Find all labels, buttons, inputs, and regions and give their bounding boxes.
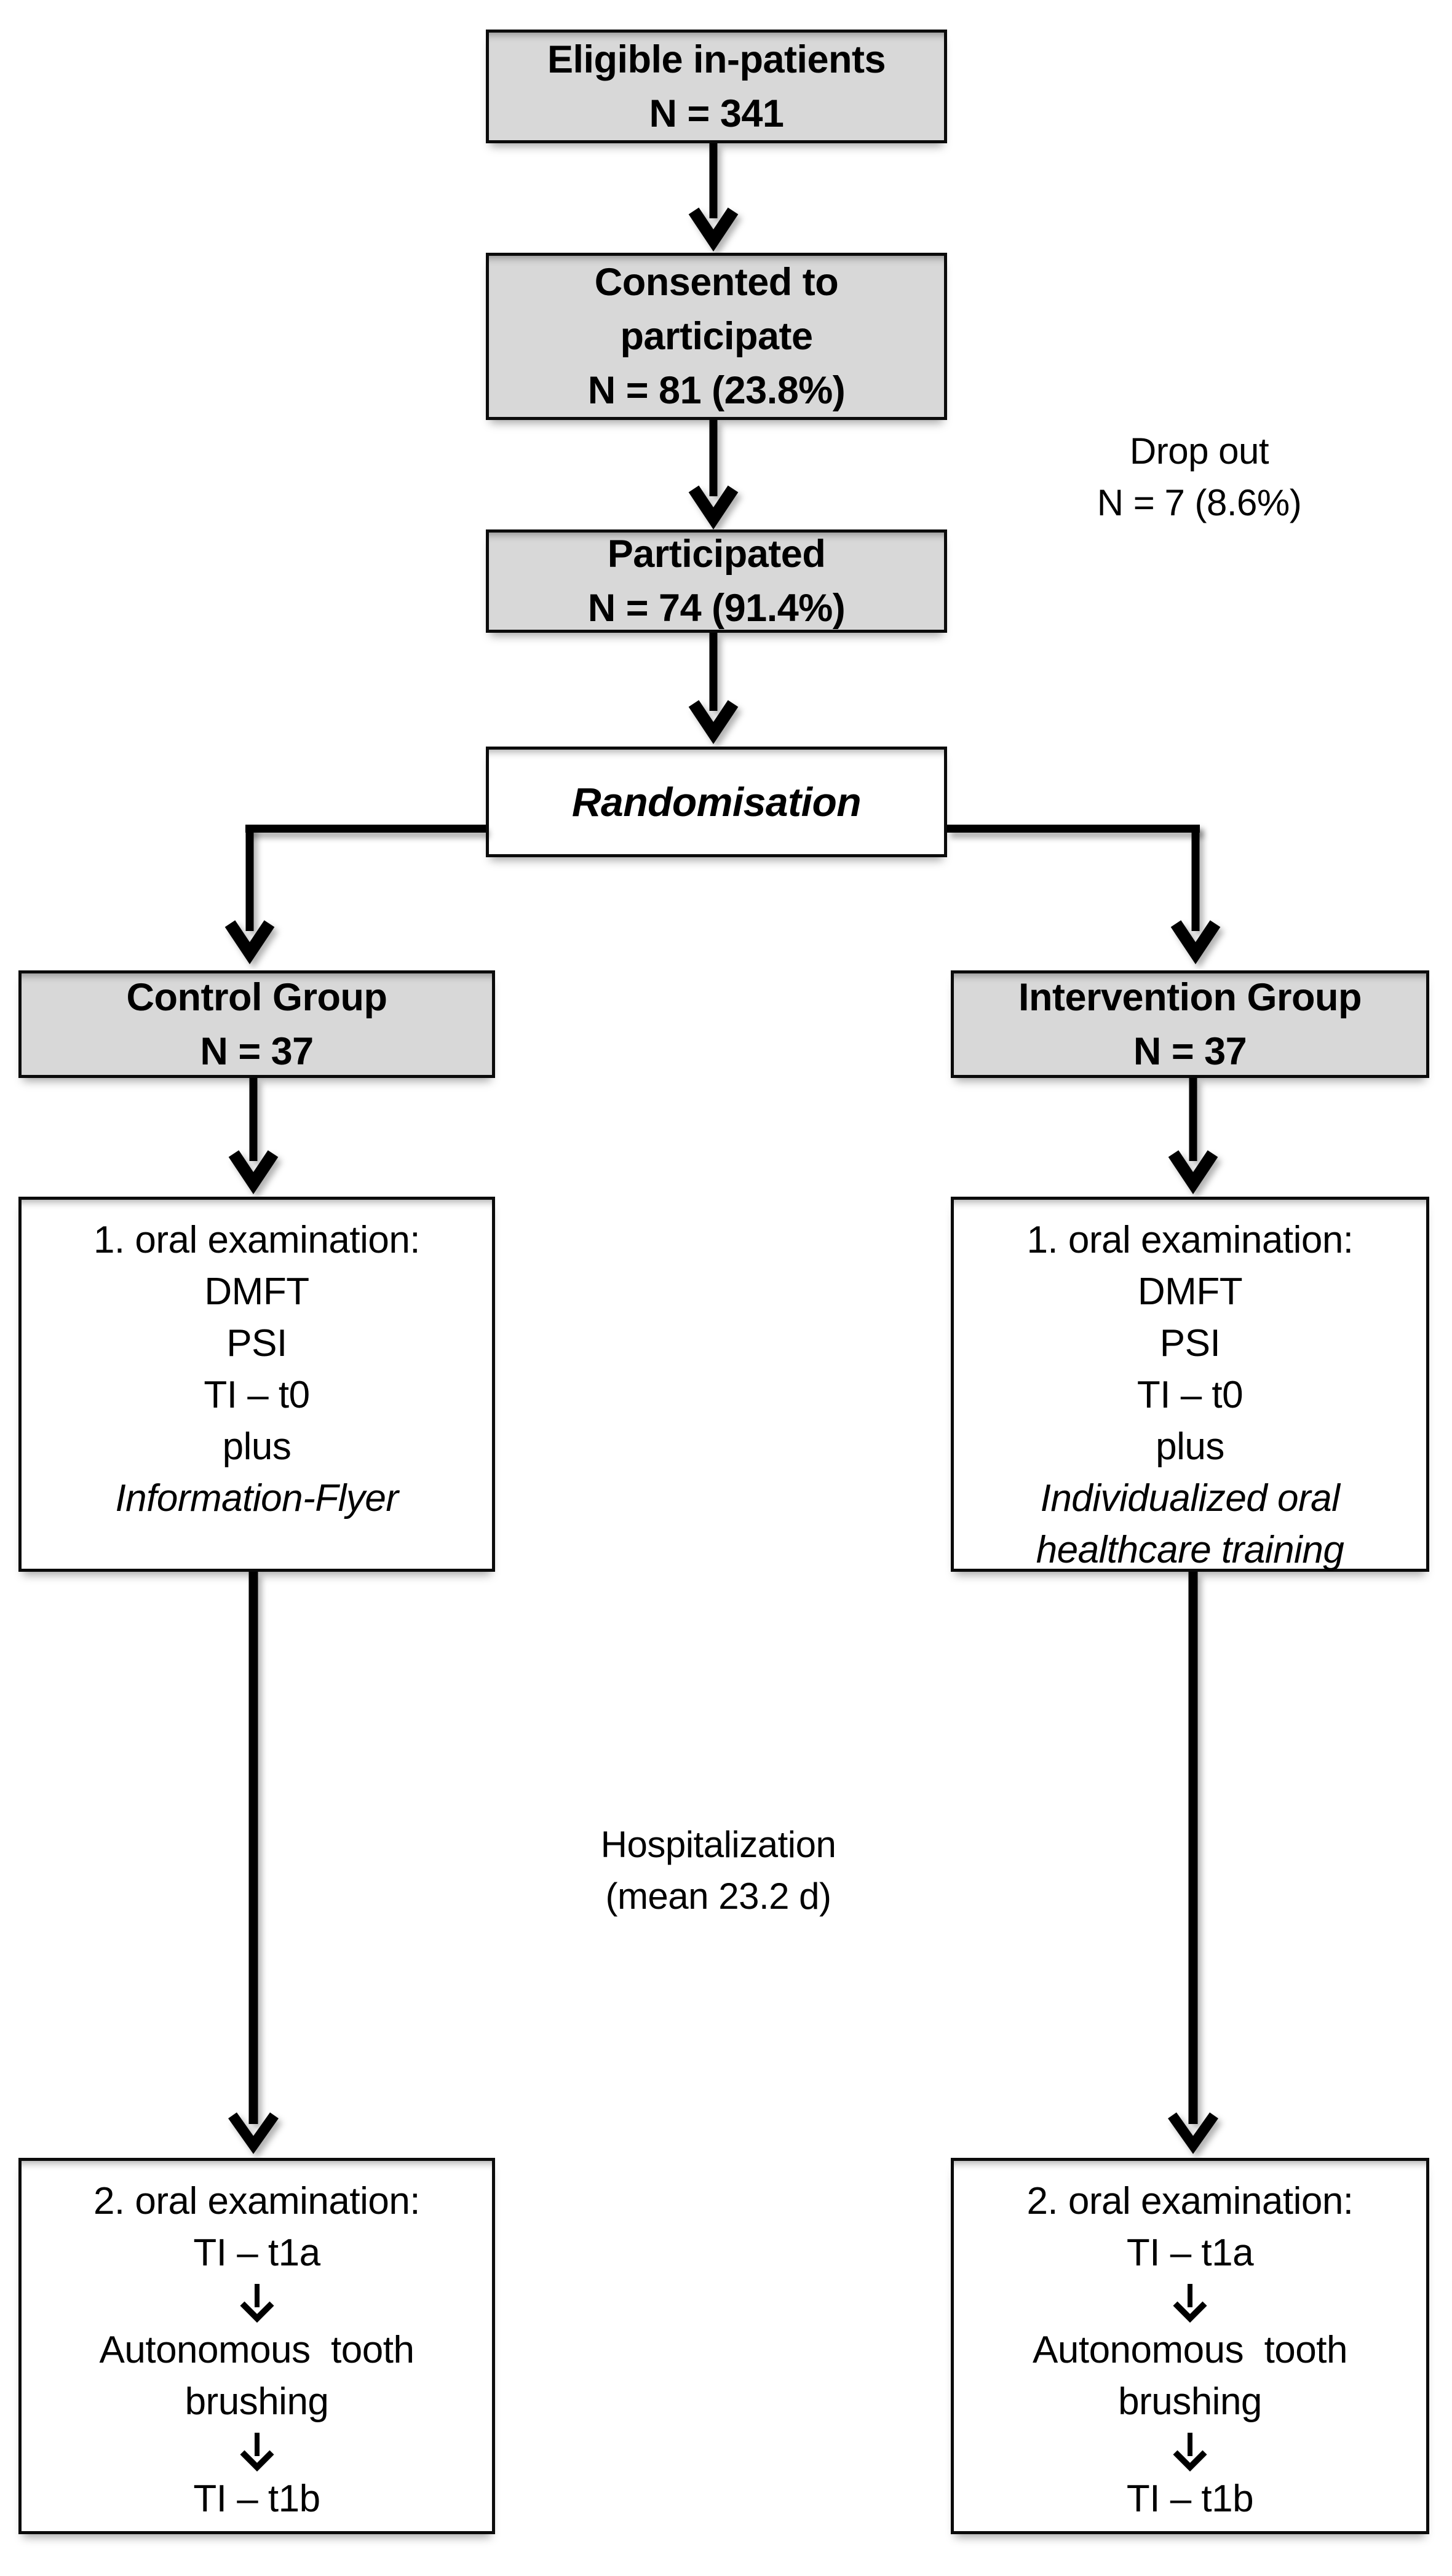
arrow-consented-to-participated	[688, 420, 739, 530]
box-line: N = 81 (23.8%)	[587, 369, 846, 412]
box-eligible-inpatients: Eligible in-patients N = 341	[486, 30, 947, 143]
exam-item-italic: Information-Flyer	[115, 1477, 399, 1520]
branch-line-right	[947, 825, 1200, 833]
exam-item-italic: healthcare training	[1036, 1529, 1344, 1571]
exam-item: DMFT	[1137, 1270, 1243, 1313]
hospitalization-line: Hospitalization	[600, 1824, 836, 1865]
arrow-participated-to-randomisation	[688, 633, 739, 745]
box-line: Eligible in-patients	[547, 38, 886, 81]
arrow-control-to-exam1	[228, 1078, 279, 1195]
small-down-arrow-icon	[239, 2284, 274, 2323]
arrow-exam1-to-exam2-intervention	[1168, 1572, 1218, 2154]
box-line: N = 341	[649, 92, 784, 135]
box-exam2-intervention: 2. oral examination: TI – t1a Autonomous…	[951, 2158, 1429, 2534]
exam-item: Autonomous tooth	[99, 2329, 415, 2371]
box-line: Participated	[607, 533, 826, 576]
label-hospitalization: Hospitalization (mean 23.2 d)	[534, 1819, 903, 1922]
randomisation-label: Randomisation	[571, 779, 862, 825]
exam-title: 1. oral examination:	[93, 1219, 421, 1261]
box-line: N = 37	[200, 1029, 314, 1073]
box-intervention-group: Intervention Group N = 37	[951, 970, 1429, 1078]
box-exam1-control: 1. oral examination: DMFT PSI TI – t0 pl…	[18, 1197, 495, 1572]
box-participated: Participated N = 74 (91.4%)	[486, 529, 947, 633]
box-line: participate	[620, 315, 813, 358]
exam-item: plus	[1156, 1425, 1224, 1468]
arrow-intervention-to-exam1	[1168, 1078, 1218, 1195]
box-line: N = 74 (91.4%)	[587, 587, 846, 630]
box-exam1-intervention: 1. oral examination: DMFT PSI TI – t0 pl…	[951, 1197, 1429, 1572]
exam-item: PSI	[1159, 1322, 1221, 1365]
exam-title: 2. oral examination:	[93, 2180, 421, 2222]
box-control-group: Control Group N = 37	[18, 970, 495, 1078]
exam-item-italic: Individualized oral	[1040, 1477, 1340, 1520]
box-line: Control Group	[126, 975, 387, 1019]
arrow-exam1-to-exam2-control	[228, 1572, 279, 2154]
small-down-arrow-icon	[239, 2433, 274, 2472]
exam-item: TI – t0	[1137, 1374, 1244, 1416]
box-line: Consented to	[594, 261, 839, 304]
label-drop-out: Drop out N = 7 (8.6%)	[1045, 426, 1353, 529]
exam-item: brushing	[1118, 2380, 1262, 2423]
exam-title: 2. oral examination:	[1026, 2180, 1354, 2222]
branch-arrow-to-intervention	[1170, 825, 1221, 965]
exam-item: brushing	[184, 2380, 329, 2423]
branch-line-left	[245, 825, 486, 833]
box-consented: Consented to participate N = 81 (23.8%)	[486, 253, 947, 420]
drop-out-line: Drop out	[1129, 430, 1269, 472]
exam-item: PSI	[226, 1322, 287, 1365]
box-line: N = 37	[1133, 1029, 1247, 1073]
hospitalization-line: (mean 23.2 d)	[605, 1876, 831, 1917]
exam-item: plus	[222, 1425, 292, 1468]
small-down-arrow-icon	[1173, 2284, 1207, 2323]
exam-item: TI – t1b	[1126, 2478, 1254, 2520]
drop-out-line: N = 7 (8.6%)	[1097, 482, 1302, 523]
exam-item: DMFT	[204, 1270, 309, 1313]
box-randomisation: Randomisation	[486, 747, 947, 857]
exam-item: Autonomous tooth	[1033, 2329, 1347, 2371]
branch-arrow-to-control	[224, 825, 275, 965]
box-line: Intervention Group	[1018, 975, 1362, 1019]
exam-item: TI – t1a	[193, 2232, 320, 2274]
exam-title: 1. oral examination:	[1026, 1219, 1354, 1261]
exam-item: TI – t1b	[193, 2478, 320, 2520]
box-exam2-control: 2. oral examination: TI – t1a Autonomous…	[18, 2158, 495, 2534]
small-down-arrow-icon	[1173, 2433, 1207, 2472]
exam-item: TI – t0	[204, 1374, 310, 1416]
exam-item: TI – t1a	[1126, 2232, 1254, 2274]
arrow-eligible-to-consented	[688, 143, 739, 252]
